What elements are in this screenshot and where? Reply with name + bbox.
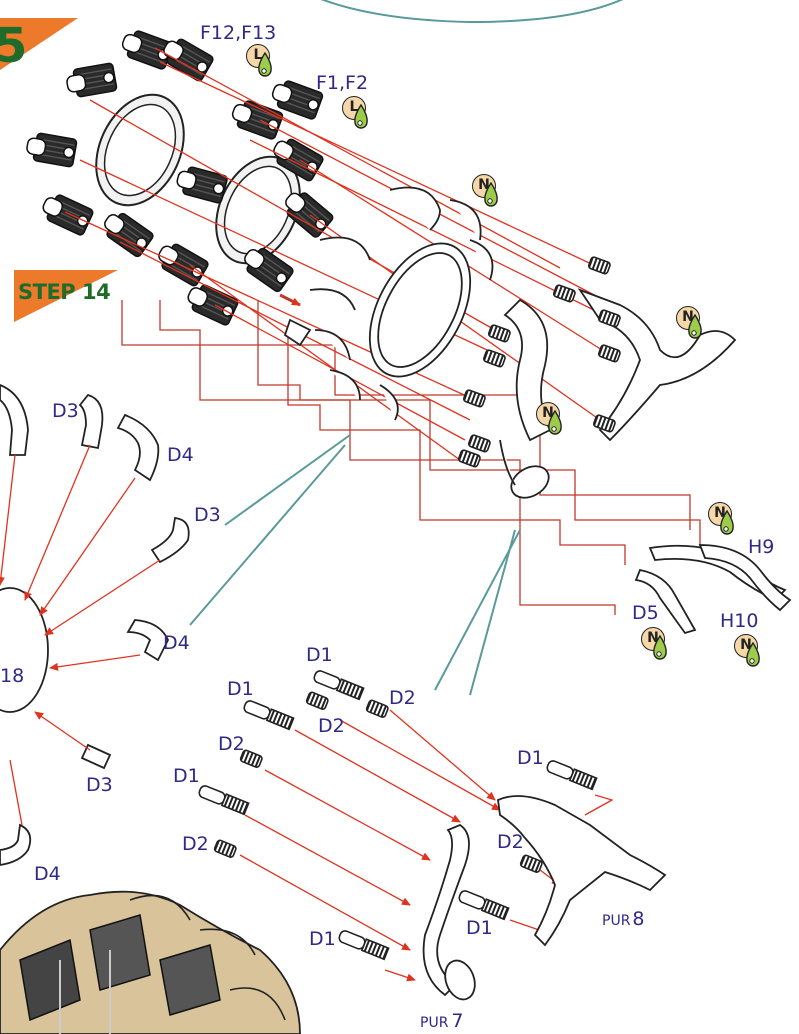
pur-number: 7 bbox=[451, 1010, 464, 1032]
step-title: STEP 14 bbox=[18, 280, 111, 304]
tubes-right bbox=[634, 544, 792, 635]
glue-drop-icon bbox=[548, 410, 562, 435]
label-d3: D3 bbox=[52, 400, 79, 422]
glue-drop-icon bbox=[653, 635, 667, 660]
left-tubes bbox=[0, 384, 190, 866]
previous-step-number: 5 bbox=[0, 0, 80, 80]
label-f1-f2: F1,F2 bbox=[316, 72, 369, 94]
pur-number: 8 bbox=[632, 908, 645, 930]
label-d2: D2 bbox=[218, 733, 245, 755]
glue-drop-icon bbox=[746, 642, 760, 667]
label-d2: D2 bbox=[497, 831, 524, 853]
label-d3: D3 bbox=[194, 504, 221, 526]
label-d4: D4 bbox=[167, 444, 194, 466]
label-d2: D2 bbox=[318, 715, 345, 737]
guide-lines bbox=[64, 47, 611, 461]
label-d2: D2 bbox=[389, 687, 416, 709]
exhaust-collector bbox=[283, 186, 494, 421]
label-h9: H9 bbox=[748, 536, 775, 558]
label-d5: D5 bbox=[632, 602, 659, 624]
pointer-lines bbox=[189, 434, 521, 696]
left-arrows bbox=[0, 444, 161, 826]
prev-step-engine bbox=[0, 890, 301, 1034]
glue-drop-icon bbox=[688, 314, 702, 339]
glue-badge-n: N bbox=[536, 402, 572, 444]
label-d4: D4 bbox=[163, 632, 190, 654]
step-number-text: 5 bbox=[0, 18, 28, 74]
glue-drop-icon bbox=[484, 182, 498, 207]
glue-badge-l: L bbox=[342, 96, 378, 138]
label-d4: D4 bbox=[34, 863, 61, 885]
glue-drop-icon bbox=[258, 52, 272, 77]
label-d3: D3 bbox=[86, 774, 113, 796]
bottom-arrows bbox=[239, 709, 614, 982]
label-d1: D1 bbox=[173, 765, 200, 787]
label-d1: D1 bbox=[517, 747, 544, 769]
glue-badge-n: N bbox=[734, 634, 770, 676]
label-d1: D1 bbox=[306, 644, 333, 666]
glue-badge-n: N bbox=[641, 627, 677, 669]
label-h10: H10 bbox=[720, 610, 759, 632]
label-d1: D1 bbox=[227, 678, 254, 700]
pur-text: PUR bbox=[602, 913, 631, 929]
label-h18-partial: 18 bbox=[0, 665, 25, 687]
glue-badge-n: N bbox=[472, 174, 508, 216]
glue-badge-l: L bbox=[246, 44, 282, 86]
label-d1: D1 bbox=[466, 917, 493, 939]
red-arrow-marker bbox=[279, 293, 301, 307]
glue-badge-n: N bbox=[676, 306, 712, 348]
pur-text: PUR bbox=[420, 1015, 449, 1031]
glue-badge-n: N bbox=[708, 502, 744, 544]
glue-drop-icon bbox=[354, 104, 368, 129]
pur-stacks bbox=[422, 795, 667, 1001]
label-f12-f13: F12,F13 bbox=[200, 22, 277, 44]
glue-drop-icon bbox=[720, 510, 734, 535]
bracket-lines bbox=[121, 300, 701, 615]
step-flag-shape bbox=[14, 270, 118, 322]
label-d1: D1 bbox=[309, 928, 336, 950]
label-d2: D2 bbox=[182, 833, 209, 855]
step-14-header: STEP 14 bbox=[14, 270, 126, 326]
panel-border-arc bbox=[320, 0, 624, 24]
